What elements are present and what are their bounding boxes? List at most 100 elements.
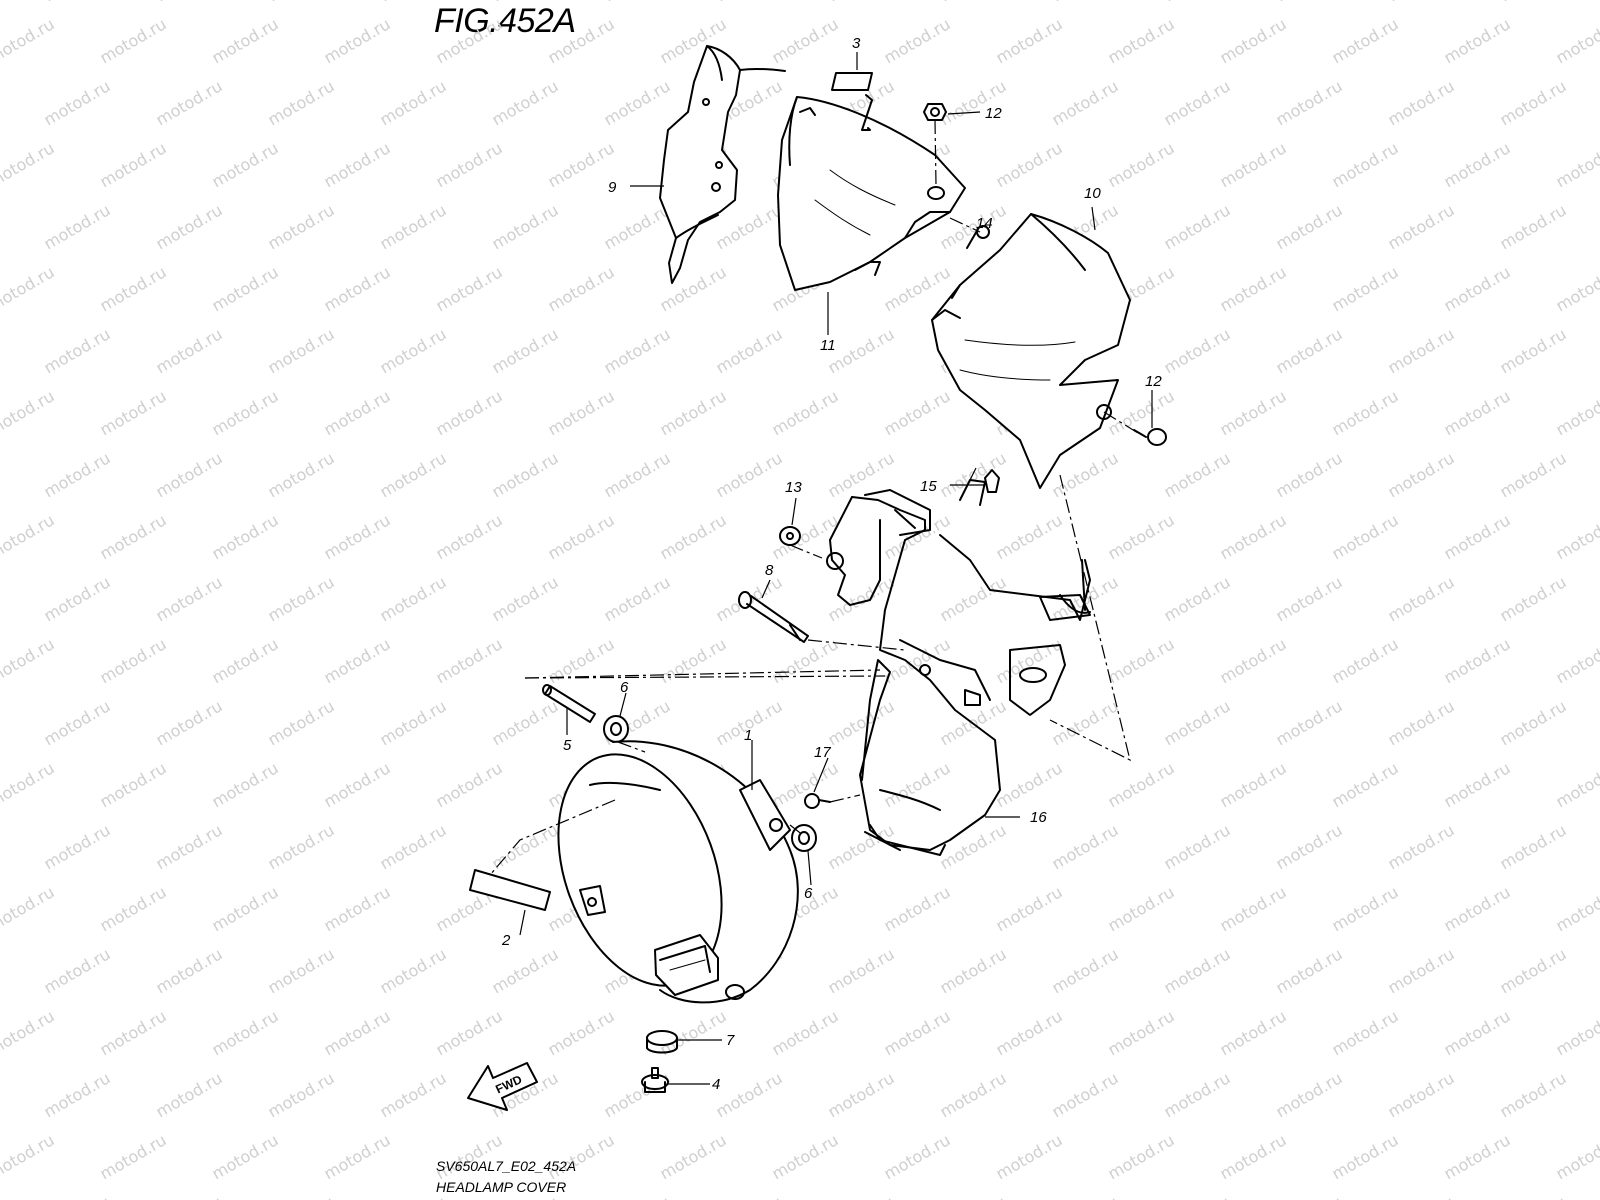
watermark-text: motod.ru bbox=[1441, 634, 1514, 687]
watermark-text: motod.ru bbox=[97, 1130, 170, 1183]
watermark-text: motod.ru bbox=[1553, 634, 1600, 687]
watermark-text: motod.ru bbox=[1161, 76, 1234, 129]
watermark-text: motod.ru bbox=[1217, 882, 1290, 935]
watermark-text: motod.ru bbox=[825, 0, 898, 5]
watermark-text: motod.ru bbox=[1553, 262, 1600, 315]
watermark-text: motod.ru bbox=[1385, 0, 1458, 5]
callout-15: 15 bbox=[920, 478, 937, 495]
watermark-text: motod.ru bbox=[1385, 944, 1458, 997]
watermark-text: motod.ru bbox=[1329, 882, 1402, 935]
watermark-text: motod.ru bbox=[993, 634, 1066, 687]
figure-code: SV650AL7_E02_452A bbox=[436, 1158, 577, 1174]
watermark-text: motod.ru bbox=[825, 448, 898, 501]
watermark-text: motod.ru bbox=[1441, 14, 1514, 67]
watermark-text: motod.ru bbox=[489, 0, 562, 5]
watermark-text: motod.ru bbox=[1273, 0, 1346, 5]
watermark-text: motod.ru bbox=[265, 820, 338, 873]
watermark-text: motod.ru bbox=[657, 634, 730, 687]
callout-12-top: 12 bbox=[985, 105, 1002, 122]
watermark-text: motod.ru bbox=[433, 634, 506, 687]
watermark-text: motod.ru bbox=[937, 820, 1010, 873]
watermark-text: motod.ru bbox=[0, 448, 2, 501]
watermark-text: motod.ru bbox=[321, 138, 394, 191]
watermark-text: motod.ru bbox=[1049, 76, 1122, 129]
watermark-text: motod.ru bbox=[881, 386, 954, 439]
watermark-text: motod.ru bbox=[1553, 510, 1600, 563]
watermark-text: motod.ru bbox=[41, 696, 114, 749]
watermark-text: motod.ru bbox=[1273, 1192, 1346, 1200]
watermark-text: motod.ru bbox=[1049, 0, 1122, 5]
watermark-text: motod.ru bbox=[153, 324, 226, 377]
watermark-text: motod.ru bbox=[377, 820, 450, 873]
watermark-text: motod.ru bbox=[97, 510, 170, 563]
watermark-text: motod.ru bbox=[1497, 820, 1570, 873]
grommet-part-6-upper bbox=[603, 715, 629, 743]
watermark-text: motod.ru bbox=[1441, 510, 1514, 563]
watermark-text: motod.ru bbox=[433, 1130, 506, 1183]
watermark-text: motod.ru bbox=[41, 324, 114, 377]
watermark-text: motod.ru bbox=[209, 14, 282, 67]
watermark-text: motod.ru bbox=[1329, 1130, 1402, 1183]
watermark-text: motod.ru bbox=[1441, 882, 1514, 935]
watermark-text: motod.ru bbox=[1553, 14, 1600, 67]
watermark-text: motod.ru bbox=[97, 634, 170, 687]
leader-lines bbox=[519, 52, 1153, 1085]
watermark-text: motod.ru bbox=[1385, 1192, 1458, 1200]
watermark-text: motod.ru bbox=[1217, 634, 1290, 687]
watermark-text: motod.ru bbox=[601, 448, 674, 501]
watermark-text: motod.ru bbox=[1497, 572, 1570, 625]
watermark-text: motod.ru bbox=[321, 758, 394, 811]
watermark-text: motod.ru bbox=[545, 1006, 618, 1059]
watermark-text: motod.ru bbox=[1161, 1192, 1234, 1200]
watermark-text: motod.ru bbox=[1329, 262, 1402, 315]
watermark-text: motod.ru bbox=[1441, 386, 1514, 439]
watermark-text: motod.ru bbox=[153, 0, 226, 5]
watermark-text: motod.ru bbox=[993, 510, 1066, 563]
watermark-text: motod.ru bbox=[489, 572, 562, 625]
watermark-text: motod.ru bbox=[489, 696, 562, 749]
watermark-text: motod.ru bbox=[1385, 572, 1458, 625]
watermark-text: motod.ru bbox=[265, 696, 338, 749]
watermark-text: motod.ru bbox=[97, 262, 170, 315]
watermark-text: motod.ru bbox=[1217, 1006, 1290, 1059]
watermark-text: motod.ru bbox=[1105, 14, 1178, 67]
watermark-text: motod.ru bbox=[97, 138, 170, 191]
watermark-text: motod.ru bbox=[433, 386, 506, 439]
watermark-text: motod.ru bbox=[1273, 76, 1346, 129]
watermark-text: motod.ru bbox=[1553, 386, 1600, 439]
watermark-text: motod.ru bbox=[993, 882, 1066, 935]
callout-4: 4 bbox=[712, 1076, 720, 1093]
callout-7: 7 bbox=[726, 1032, 735, 1049]
watermark-text: motod.ru bbox=[41, 0, 114, 5]
side-cover-part-9 bbox=[659, 45, 786, 284]
watermark-text: motod.ru bbox=[1497, 448, 1570, 501]
watermark-text: motod.ru bbox=[209, 386, 282, 439]
watermark-text: motod.ru bbox=[545, 634, 618, 687]
watermark-text: motod.ru bbox=[1049, 1192, 1122, 1200]
watermark-text: motod.ru bbox=[601, 76, 674, 129]
watermark-text: motod.ru bbox=[1329, 1006, 1402, 1059]
watermark-text: motod.ru bbox=[433, 758, 506, 811]
watermark-text: motod.ru bbox=[1553, 882, 1600, 935]
watermark-text: motod.ru bbox=[545, 138, 618, 191]
watermark-text: motod.ru bbox=[377, 324, 450, 377]
watermark-text: motod.ru bbox=[377, 448, 450, 501]
clip-part-15 bbox=[984, 469, 1000, 493]
watermark-text: motod.ru bbox=[41, 1068, 114, 1121]
screw-part-14 bbox=[966, 225, 990, 249]
watermark-text: motod.ru bbox=[321, 386, 394, 439]
watermark-text: motod.ru bbox=[1497, 200, 1570, 253]
watermark-text: motod.ru bbox=[0, 944, 2, 997]
watermark-text: motod.ru bbox=[1217, 138, 1290, 191]
watermark-text: motod.ru bbox=[657, 510, 730, 563]
watermark-text: motod.ru bbox=[1497, 76, 1570, 129]
watermark-text: motod.ru bbox=[209, 634, 282, 687]
watermark-text: motod.ru bbox=[0, 1130, 58, 1183]
callout-labels: 9 3 12 11 10 14 12 13 15 8 5 6 1 17 6 2 … bbox=[501, 35, 1162, 1093]
watermark-text: motod.ru bbox=[0, 696, 2, 749]
watermark-text: motod.ru bbox=[1497, 324, 1570, 377]
watermark-text: motod.ru bbox=[1049, 1068, 1122, 1121]
watermark-text: motod.ru bbox=[321, 510, 394, 563]
watermark-text: motod.ru bbox=[1385, 324, 1458, 377]
watermark-text: motod.ru bbox=[1329, 386, 1402, 439]
